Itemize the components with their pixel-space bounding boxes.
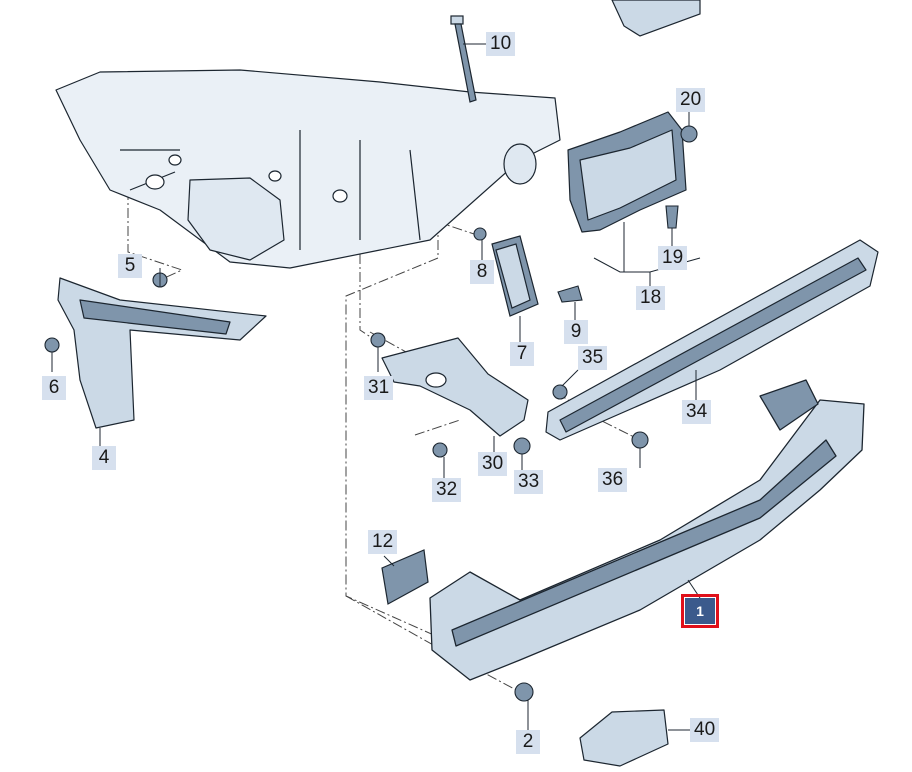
fasteners xyxy=(44,125,698,702)
callout-6[interactable]: 6 xyxy=(42,376,66,400)
impact-absorber-rail xyxy=(545,239,879,441)
callout-5[interactable]: 5 xyxy=(118,254,142,278)
center-bracket xyxy=(491,235,539,317)
callout-12[interactable]: 12 xyxy=(368,530,398,554)
bumper-carrier-beam xyxy=(429,379,865,681)
side-bracket xyxy=(567,111,687,233)
callout-20[interactable]: 20 xyxy=(676,88,706,112)
body-shell xyxy=(55,69,561,269)
callout-8[interactable]: 8 xyxy=(470,260,494,284)
callout-35[interactable]: 35 xyxy=(578,346,608,370)
mount-bracket xyxy=(381,337,529,437)
callout-4[interactable]: 4 xyxy=(92,446,116,470)
callout-19[interactable]: 19 xyxy=(658,246,688,270)
lower-bracket xyxy=(579,709,669,767)
callout-40[interactable]: 40 xyxy=(690,718,720,742)
callout-7[interactable]: 7 xyxy=(510,342,534,366)
callout-30[interactable]: 30 xyxy=(478,452,508,476)
callout-1-selected[interactable]: 1 xyxy=(681,594,719,628)
callout-32[interactable]: 32 xyxy=(432,478,462,502)
callout-33[interactable]: 33 xyxy=(514,470,544,494)
long-bolt xyxy=(450,15,477,103)
callout-18[interactable]: 18 xyxy=(636,286,666,310)
callout-2[interactable]: 2 xyxy=(516,730,540,754)
callout-34[interactable]: 34 xyxy=(682,400,712,424)
upper-bracket-fragment xyxy=(611,0,701,37)
callout-31[interactable]: 31 xyxy=(364,376,394,400)
callout-10[interactable]: 10 xyxy=(486,32,516,56)
left-bracket xyxy=(57,277,267,429)
callout-9[interactable]: 9 xyxy=(564,320,588,344)
foam-pad xyxy=(381,549,429,605)
callout-36[interactable]: 36 xyxy=(598,468,628,492)
